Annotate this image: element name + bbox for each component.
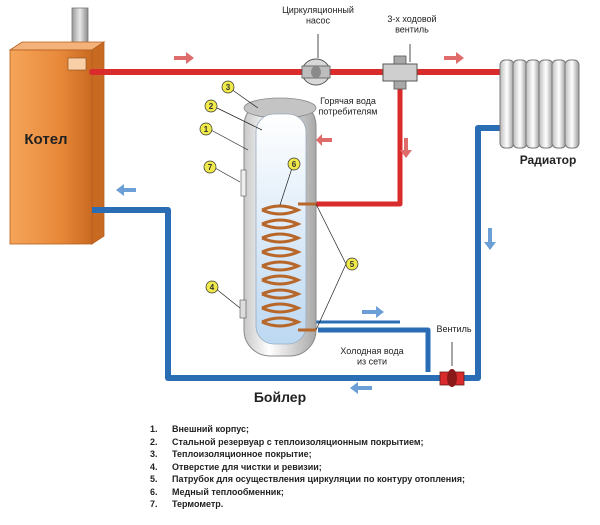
callout-leaders xyxy=(210,88,347,331)
boiler-control-panel xyxy=(67,57,87,71)
legend-item: 7.Термометр. xyxy=(150,499,224,509)
flow-arrow xyxy=(116,184,136,196)
heating-boiler: Котел xyxy=(8,41,106,245)
boiler-tank-label: Бойлер xyxy=(254,389,306,405)
callout-2: 2 xyxy=(204,99,218,113)
svg-text:7: 7 xyxy=(208,163,213,172)
callout-4: 4 xyxy=(205,280,219,294)
callout-3: 3 xyxy=(221,80,235,94)
flow-arrows xyxy=(116,52,496,394)
svg-text:2: 2 xyxy=(209,102,214,111)
coil-return-pipe xyxy=(318,327,431,372)
callout-6: 6 xyxy=(287,157,301,171)
flow-arrow xyxy=(400,138,412,158)
legend-item: 2.Стальной резервуар с теплоизоляционным… xyxy=(150,436,424,447)
flow-arrow xyxy=(350,382,372,394)
cleaning-hole xyxy=(239,299,247,319)
radiator-label: Радиатор xyxy=(520,153,577,167)
circulation-pump xyxy=(301,58,331,86)
boiler-tank: Бойлер xyxy=(239,97,317,405)
callout-5: 5 xyxy=(345,257,359,271)
svg-text:1: 1 xyxy=(204,125,209,134)
valve-label: Вентиль xyxy=(436,324,471,334)
flow-arrow xyxy=(316,134,332,146)
svg-text:3: 3 xyxy=(226,83,231,92)
flow-arrow xyxy=(444,52,464,64)
return-pipe xyxy=(92,125,508,381)
legend-item: 1.Внешний корпус; xyxy=(150,424,250,434)
callout-7: 7 xyxy=(203,160,217,174)
hot-branch-pipe xyxy=(316,78,403,207)
svg-text:6: 6 xyxy=(292,160,297,169)
thermometer xyxy=(240,169,247,197)
legend-item: 6.Медный теплообменник; xyxy=(150,486,284,497)
svg-text:5: 5 xyxy=(350,260,355,269)
svg-text:4: 4 xyxy=(210,283,215,292)
return-valve xyxy=(439,369,465,387)
legend-item: 3.Теплоизоляционное покрытие; xyxy=(150,449,312,459)
radiator: Радиатор xyxy=(499,59,580,167)
callout-1: 1 xyxy=(199,122,213,136)
flow-arrow xyxy=(174,52,194,64)
legend-item: 4.Отверстие для чистки и ревизии; xyxy=(150,461,322,472)
copper-coil xyxy=(261,202,316,332)
flow-arrow xyxy=(362,306,384,318)
legend-item: 5.Патрубок для осуществления циркуляции … xyxy=(150,474,466,484)
legend-list: 1.Внешний корпус; 2.Стальной резервуар с… xyxy=(150,423,590,511)
boiler-source-label: Котел xyxy=(24,131,67,148)
three-way-valve xyxy=(382,55,418,90)
flow-arrow xyxy=(484,228,496,250)
